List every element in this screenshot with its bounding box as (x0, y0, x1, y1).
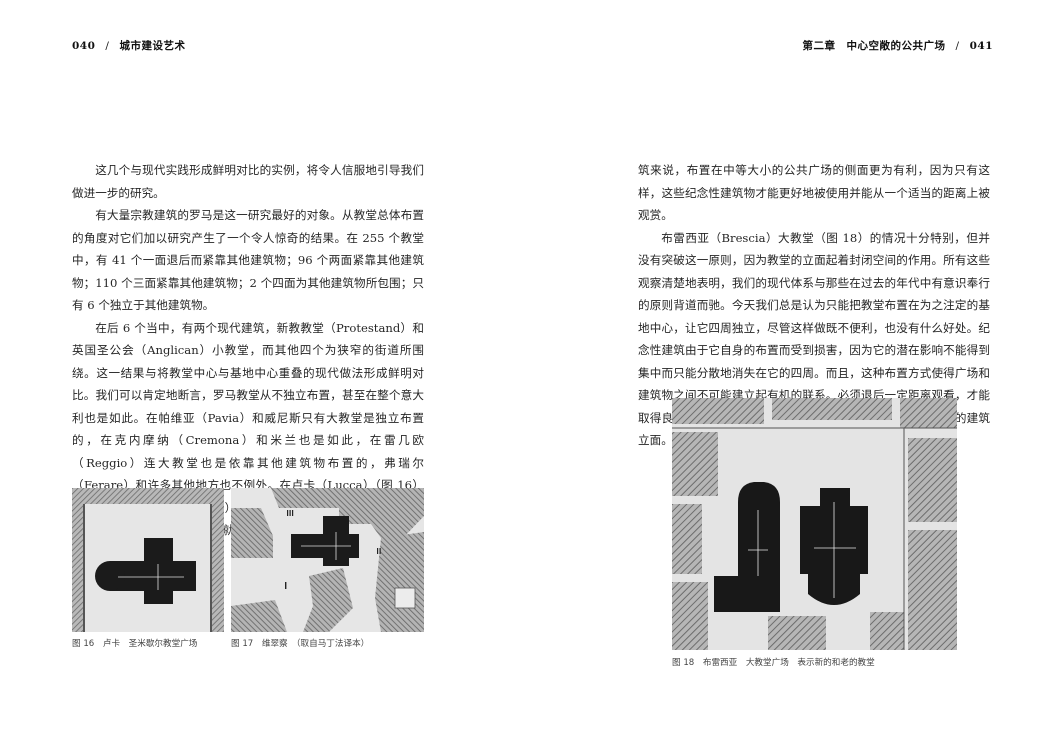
left-header-separator: / (105, 40, 110, 52)
figure-17-vicenza-plan (231, 488, 424, 632)
right-page: 第二章 中心空敞的公共广场 / 041 (531, 0, 1061, 750)
left-paragraph-1: 这几个与现代实践形成鲜明对比的实例，将令人信服地引导我们做进一步的研究。 (72, 163, 424, 200)
figure-16-caption: 图 16 卢卡 圣米歇尔教堂广场 (72, 639, 198, 649)
left-page: 040 / 城市建设艺术 (0, 0, 530, 750)
right-body-text: 筑来说，布置在中等大小的公共广场的侧面更为有利，因为只有这样，这些纪念性建筑物才… (638, 159, 990, 452)
figure-18-caption: 图 18 布雷西亚 大教堂广场 表示新的和老的教堂 (672, 658, 875, 668)
right-header-separator: / (955, 40, 960, 52)
left-body-text: 这几个与现代实践形成鲜明对比的实例，将令人信服地引导我们做进一步的研究。 有大量… (72, 159, 424, 542)
left-running-head: 040 / 城市建设艺术 (72, 38, 185, 53)
left-paragraph-2: 有大量宗教建筑的罗马是这一研究最好的对象。从教堂总体布置的角度对它们加以研究产生… (72, 208, 424, 312)
book-title: 城市建设艺术 (119, 40, 186, 52)
right-page-number: 041 (969, 40, 993, 52)
figure-18-brescia-plan (672, 398, 957, 650)
chapter-title: 第二章 中心空敞的公共广场 (802, 40, 946, 52)
figure-16-lucca-plan (72, 488, 224, 632)
left-page-number: 040 (72, 40, 96, 52)
figure-17-caption: 图 17 维翠察 （取自马丁法译本） (231, 639, 370, 649)
right-paragraph-1: 筑来说，布置在中等大小的公共广场的侧面更为有利，因为只有这样，这些纪念性建筑物才… (638, 163, 990, 222)
right-running-head: 第二章 中心空敞的公共广场 / 041 (803, 38, 993, 53)
